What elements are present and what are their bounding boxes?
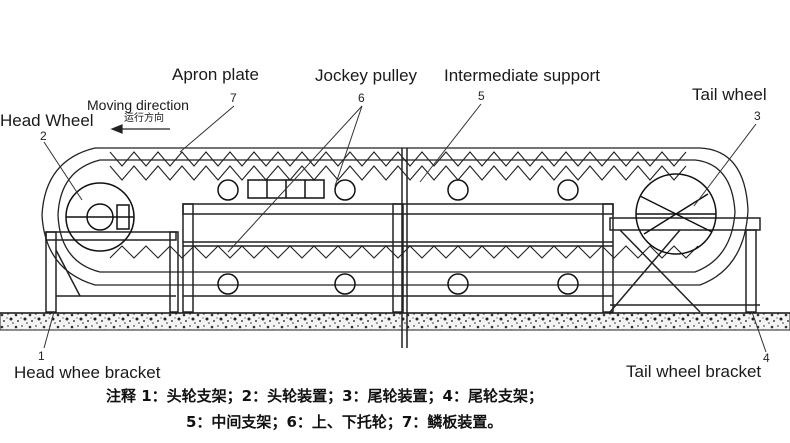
callout-1: 1 bbox=[38, 349, 45, 363]
notes-line-1: 注释 1：头轮支架；2：头轮装置；3：尾轮装置；4：尾轮支架； bbox=[106, 387, 543, 405]
jockey-pulleys-upper bbox=[217, 179, 579, 201]
apron-chain bbox=[41, 147, 749, 286]
moving-direction-label: Moving direction bbox=[87, 97, 189, 113]
tail-wheel bbox=[635, 173, 717, 255]
jockey-pulleys-lower bbox=[217, 273, 579, 295]
apron-plates-bottom bbox=[109, 245, 699, 259]
callout-5: 5 bbox=[478, 89, 485, 103]
head-wheel-bracket-label: Head whee bracket bbox=[14, 363, 161, 382]
head-wheel-bracket-frame bbox=[45, 231, 179, 313]
tail-wheel-bracket-frame bbox=[609, 217, 761, 313]
callout-6: 6 bbox=[358, 91, 365, 105]
callout-3: 3 bbox=[754, 109, 761, 123]
jockey-pulley-label: Jockey pulley bbox=[315, 66, 418, 85]
callout-4: 4 bbox=[763, 351, 770, 365]
apron-plates-top bbox=[109, 151, 687, 181]
leader-lines bbox=[43, 103, 767, 353]
intermediate-support bbox=[182, 203, 614, 313]
ground bbox=[0, 312, 790, 331]
tail-wheel-bracket-label: Tail wheel bracket bbox=[626, 362, 762, 381]
direction-cn-label: 运行方向 bbox=[124, 113, 164, 124]
direction-arrow bbox=[110, 124, 170, 134]
callout-2: 2 bbox=[40, 129, 47, 143]
tail-wheel-label: Tail wheel bbox=[692, 85, 767, 104]
intermediate-support-label: Intermediate support bbox=[444, 66, 600, 85]
notes-line-2: 5：中间支架；6：上、下托轮；7：鳞板装置。 bbox=[186, 413, 503, 431]
vertical-pole bbox=[401, 148, 408, 348]
callout-7: 7 bbox=[230, 91, 237, 105]
head-wheel bbox=[65, 182, 135, 252]
head-wheel-label: Head Wheel bbox=[0, 111, 94, 130]
apron-plate-label: Apron plate bbox=[172, 65, 259, 84]
